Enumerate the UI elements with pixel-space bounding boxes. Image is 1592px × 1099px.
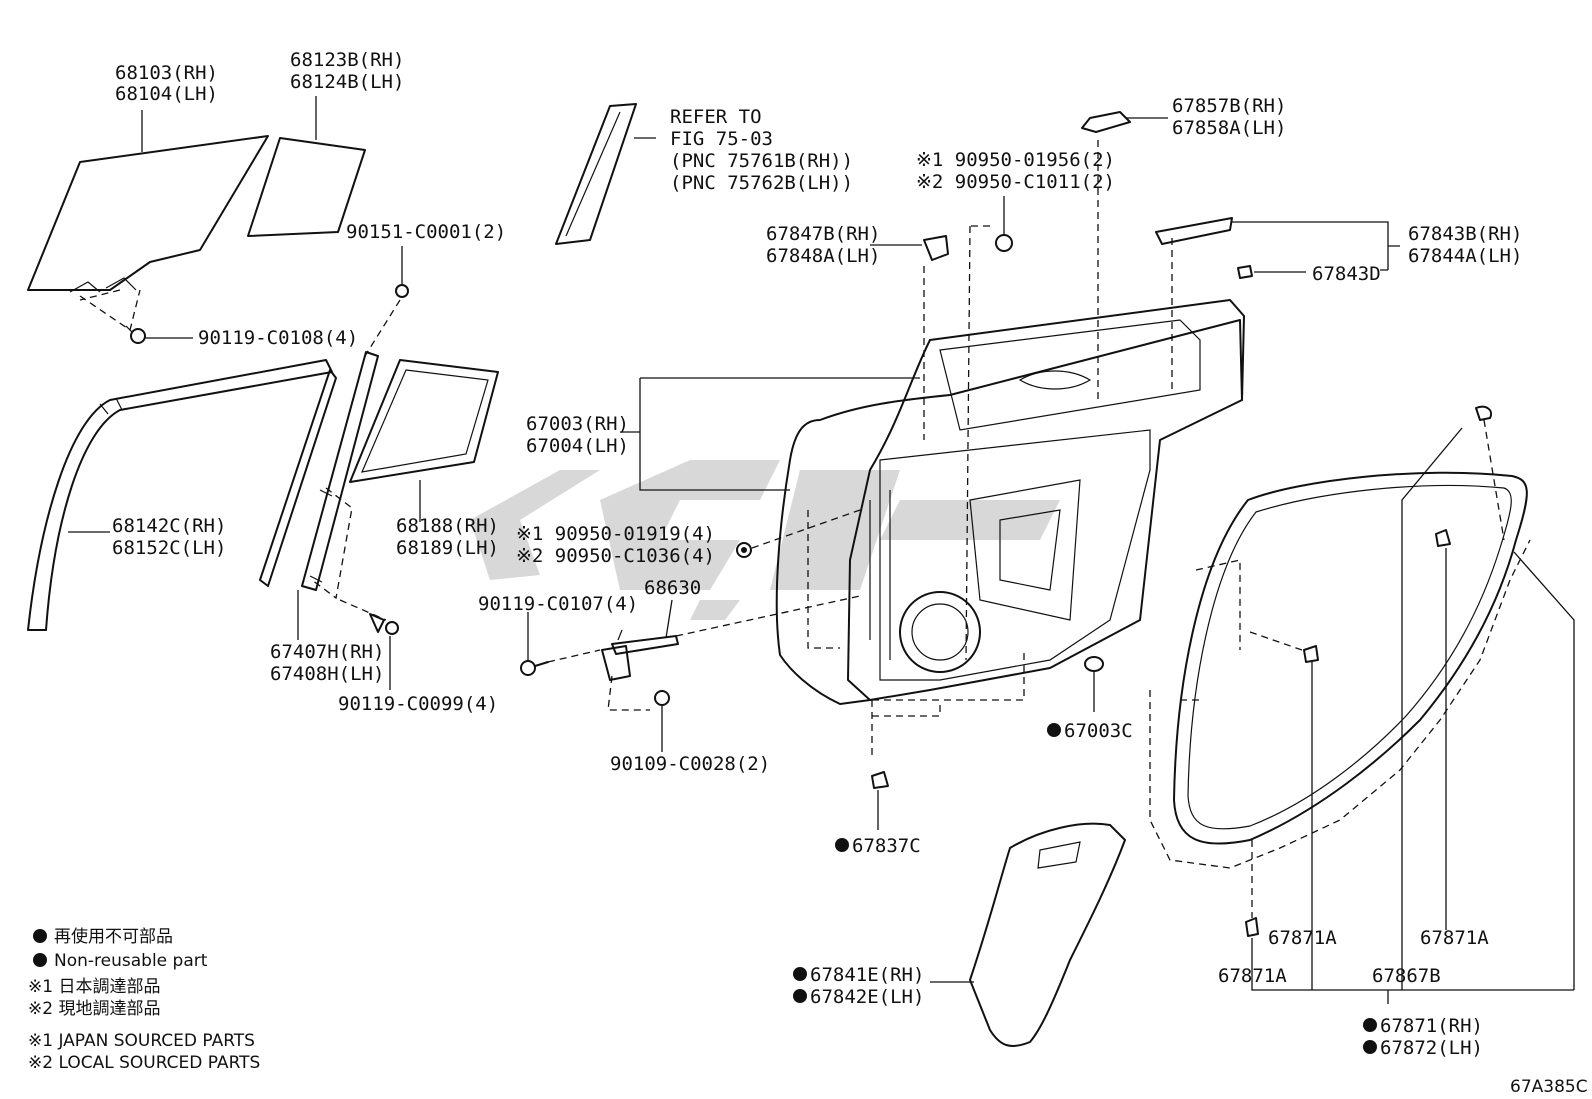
label-service-cover-rh: 67841E(RH) <box>810 964 924 986</box>
window-glass-part <box>27 135 269 293</box>
plug-90950-01919-icon <box>736 542 752 558</box>
non-reusable-mark-67871 <box>1363 1018 1377 1032</box>
label-refer-line-1: REFER TO <box>670 106 762 128</box>
legend-bullet-en <box>33 953 47 967</box>
label-run-channel-lh: 68152C(LH) <box>112 537 226 559</box>
handle-support-part <box>1081 111 1131 133</box>
clip-67871a-bottom-icon <box>1245 917 1259 937</box>
bolt-90151-icon <box>395 284 409 298</box>
label-weatherstrip-lh: 67872(LH) <box>1380 1037 1483 1059</box>
label-belt-trim-rh: 67843B(RH) <box>1408 223 1522 245</box>
door-frame-garnish-part <box>555 103 637 245</box>
label-plug-67003c: 67003C <box>1064 720 1133 742</box>
label-plug-japan: ※1 90950-01919(4) <box>516 523 715 545</box>
legend-local-jp: ※2 現地調達部品 <box>28 999 160 1019</box>
weatherstrip-part <box>1173 471 1528 845</box>
label-clip-67837c: 67837C <box>852 835 921 857</box>
legend-bullet-jp <box>33 929 47 943</box>
plug-67003c-icon <box>1084 656 1104 672</box>
label-refer-line-3: (PNC 75761B(RH)) <box>670 150 853 172</box>
legend-japan-en: ※1 JAPAN SOURCED PARTS <box>28 1031 255 1051</box>
hole-plug-90950-01956-icon <box>995 234 1013 252</box>
non-reusable-mark-67003c <box>1047 723 1061 737</box>
quarter-glass-part <box>247 137 366 237</box>
label-bolt-90119-c0107: 90119-C0107(4) <box>478 593 638 615</box>
label-clip-67871a-1: 67871A <box>1268 927 1337 949</box>
label-division-bar-lh: 67408H(LH) <box>270 663 384 685</box>
bolt-90119-c0108-icon <box>125 325 146 344</box>
division-bar-part <box>259 351 379 591</box>
label-handle-support-lh: 67858A(LH) <box>1172 117 1286 139</box>
label-hole-plug-japan: ※1 90950-01956(2) <box>916 149 1115 171</box>
bolt-90119-c0107-icon <box>520 660 549 676</box>
non-reusable-mark-67841e <box>793 967 807 981</box>
label-corner-piece-rh: 67847B(RH) <box>766 223 880 245</box>
legend-local-en: ※2 LOCAL SOURCED PARTS <box>28 1053 260 1073</box>
non-reusable-mark-67837c <box>835 838 849 852</box>
label-clip-67843d: 67843D <box>1312 263 1381 285</box>
label-door-panel-rh: 67003(RH) <box>526 413 629 435</box>
label-quarter-glass-lh: 68124B(LH) <box>290 71 404 93</box>
label-weatherstrip-67867b: 67867B <box>1372 965 1441 987</box>
clip-67871a-middle-icon <box>1303 645 1319 663</box>
label-run-channel-rh: 68142C(RH) <box>112 515 226 537</box>
label-refer-line-4: (PNC 75762B(LH)) <box>670 172 853 194</box>
label-bolt-90109: 90109-C0028(2) <box>610 753 770 775</box>
label-service-cover-lh: 67842E(LH) <box>810 986 924 1008</box>
legend-japan-jp: ※1 日本調達部品 <box>28 977 160 997</box>
label-door-check: 68630 <box>644 577 701 599</box>
label-bolt-90151: 90151-C0001(2) <box>346 221 506 243</box>
label-window-glass-lh: 68104(LH) <box>115 83 218 105</box>
label-door-panel-lh: 67004(LH) <box>526 435 629 457</box>
bolt-90119-c0099-icon <box>369 613 399 635</box>
legend: 再使用不可部品 Non-reusable part ※1 日本調達部品 ※2 現… <box>28 926 260 1073</box>
non-reusable-mark-67872 <box>1363 1040 1377 1054</box>
label-bolt-90119-c0108: 90119-C0108(4) <box>198 327 358 349</box>
label-quarter-glass-rh: 68123B(RH) <box>290 49 404 71</box>
clip-67871a-top-icon <box>1475 405 1492 421</box>
label-window-glass-rh: 68103(RH) <box>115 62 218 84</box>
figure-code: 67A385C <box>1510 1077 1588 1097</box>
clip-67871a-right-icon <box>1435 529 1451 547</box>
label-corner-piece-lh: 67848A(LH) <box>766 245 880 267</box>
label-quarter-frame-rh: 68188(RH) <box>396 515 499 537</box>
label-weatherstrip-rh: 67871(RH) <box>1380 1015 1483 1037</box>
corner-piece-part <box>923 235 949 261</box>
belt-trim-part <box>1155 217 1233 245</box>
non-reusable-mark-67842e <box>793 989 807 1003</box>
door-panel-part <box>775 299 1245 705</box>
quarter-frame-part <box>349 359 499 483</box>
clip-67837c-icon <box>871 771 889 789</box>
label-belt-trim-lh: 67844A(LH) <box>1408 245 1522 267</box>
legend-nonreuse-en: Non-reusable part <box>54 951 208 971</box>
watermark-logo <box>470 460 1060 620</box>
legend-nonreuse-jp: 再使用不可部品 <box>54 926 173 947</box>
service-hole-cover-part <box>969 822 1126 1047</box>
run-channel-part <box>27 359 333 631</box>
door-check-part <box>601 629 679 681</box>
label-bolt-90119-c0099: 90119-C0099(4) <box>338 693 498 715</box>
label-hole-plug-local: ※2 90950-C1011(2) <box>916 171 1115 193</box>
label-plug-local: ※2 90950-C1036(4) <box>516 545 715 567</box>
bolt-90109-icon <box>654 690 670 706</box>
label-division-bar-rh: 67407H(RH) <box>270 641 384 663</box>
label-handle-support-rh: 67857B(RH) <box>1172 95 1286 117</box>
label-refer-line-2: FIG 75-03 <box>670 128 773 150</box>
label-clip-67871a-2: 67871A <box>1420 927 1489 949</box>
label-quarter-frame-lh: 68189(LH) <box>396 537 499 559</box>
label-clip-67871a-3: 67871A <box>1218 965 1287 987</box>
clip-67843d-icon <box>1237 265 1253 279</box>
